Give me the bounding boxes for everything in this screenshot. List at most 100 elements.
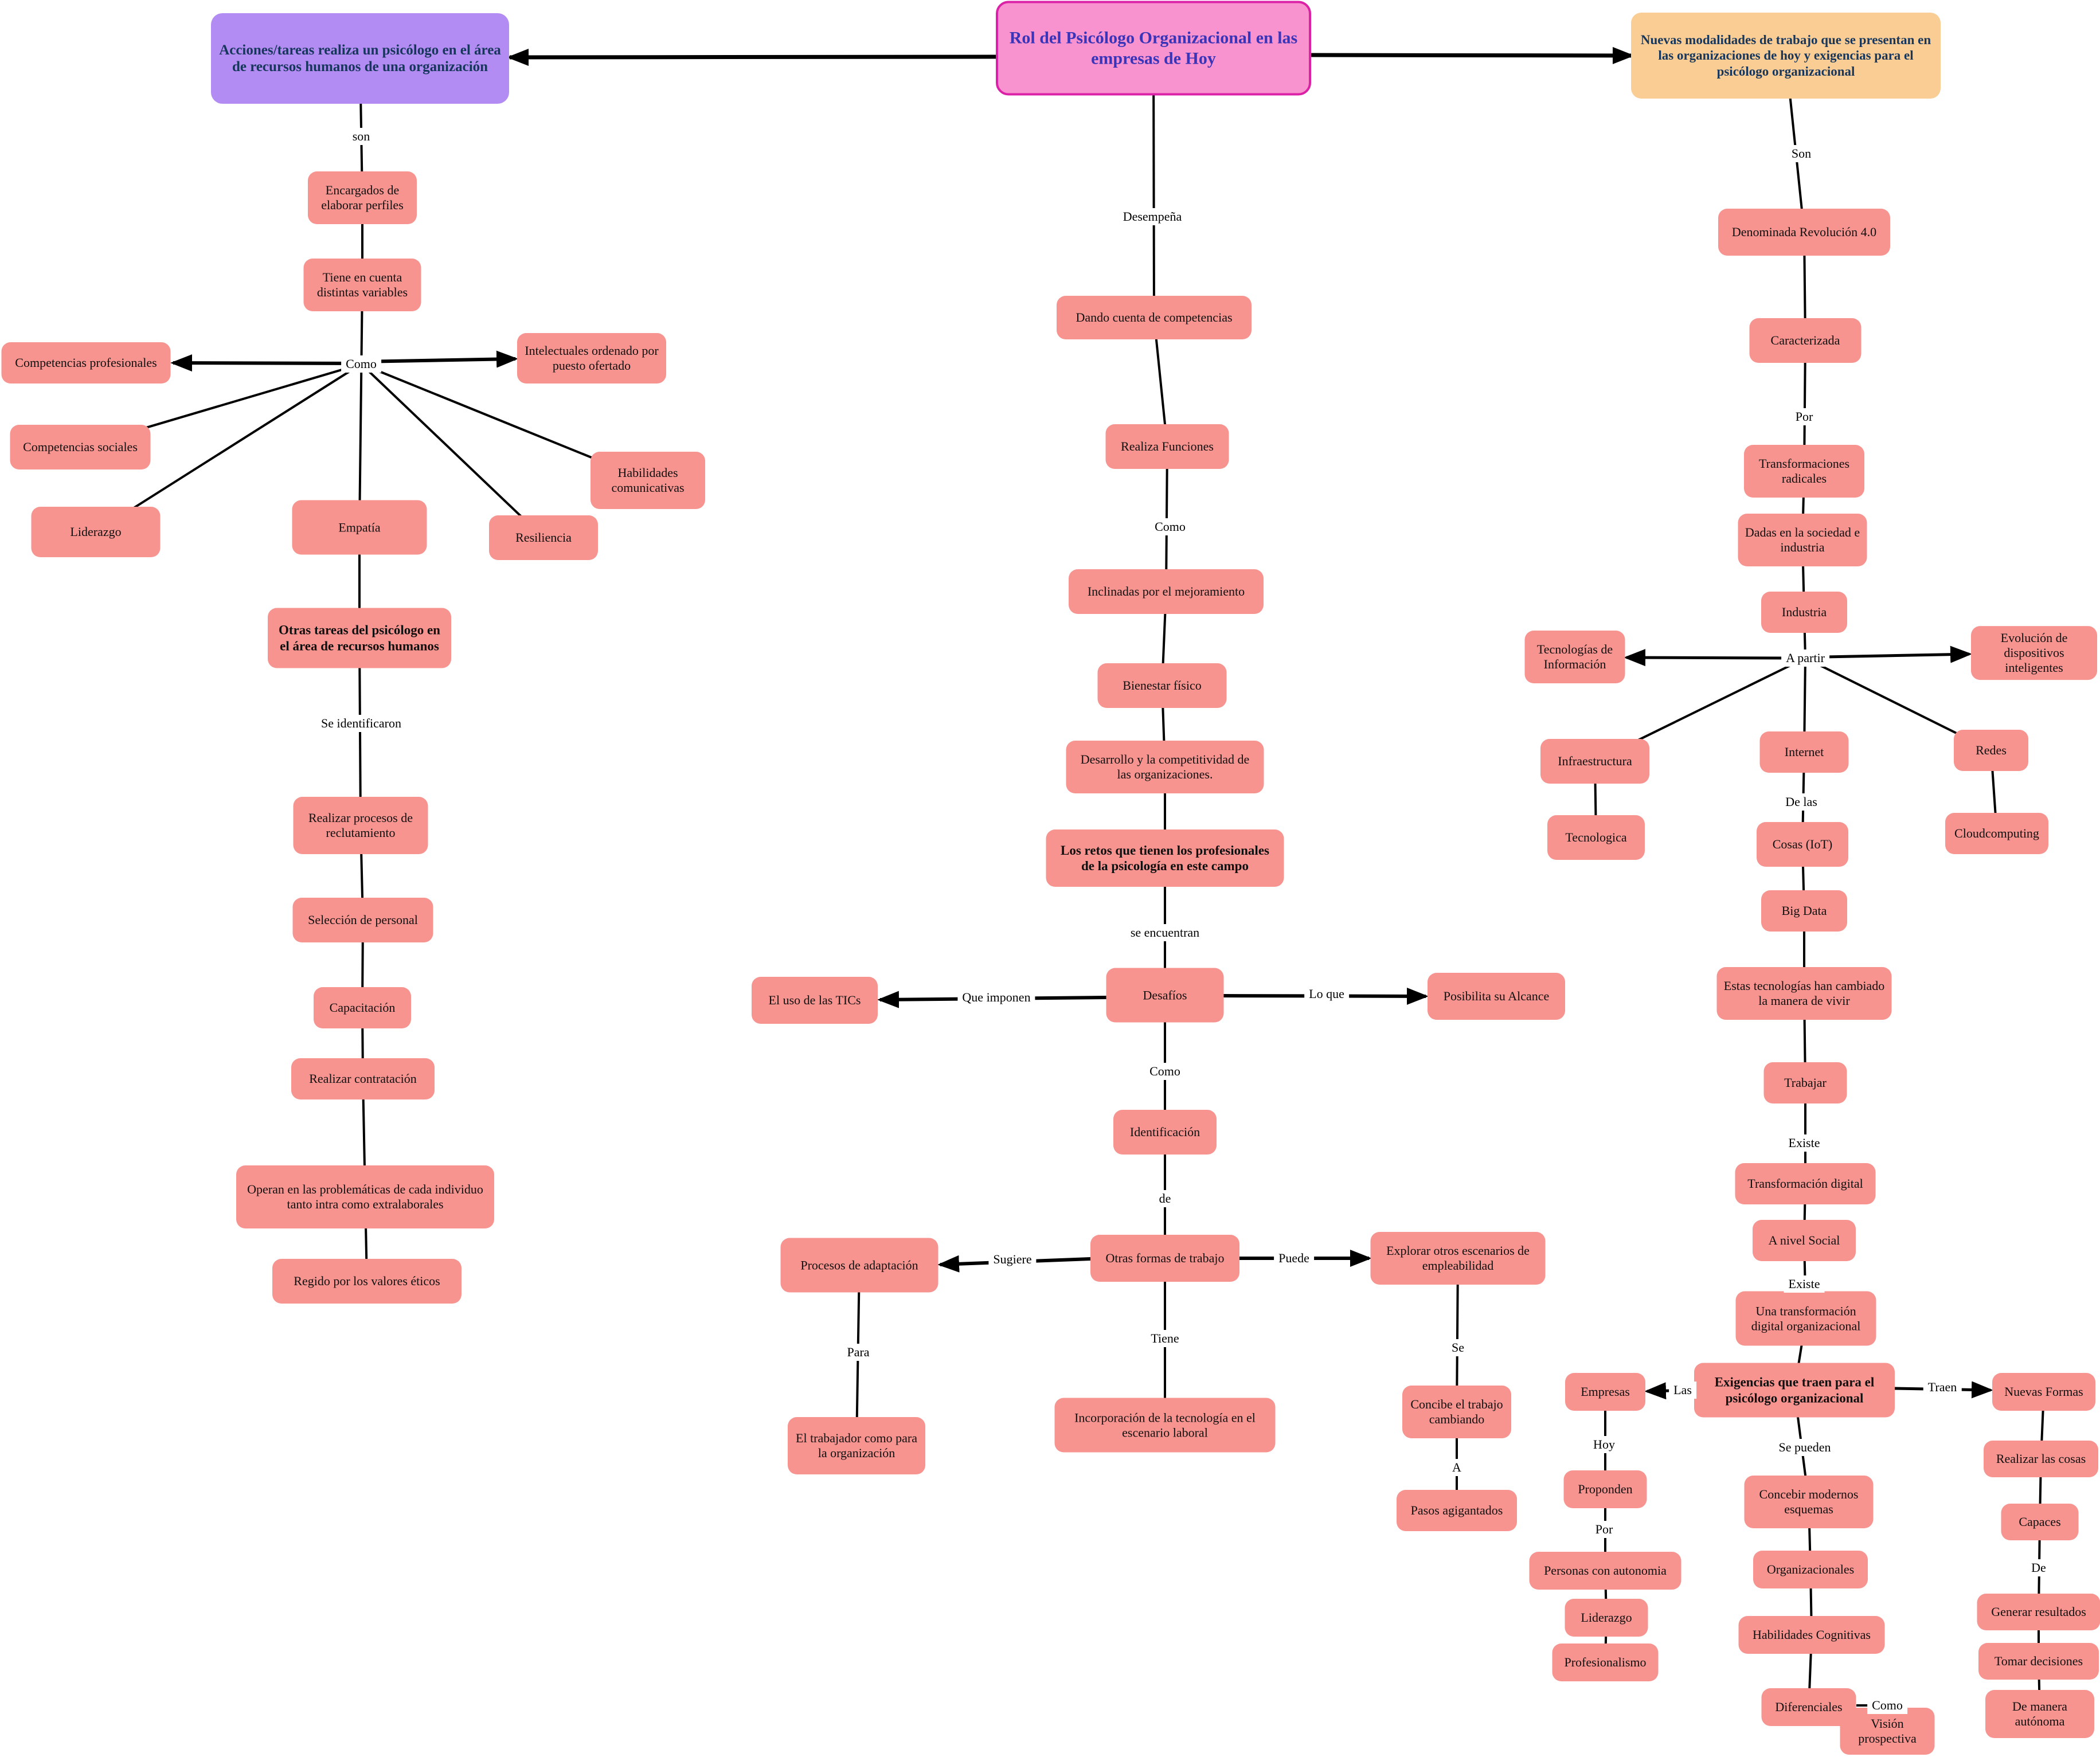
- node-posibilita-alcance[interactable]: Posibilita su Alcance: [1428, 973, 1565, 1020]
- node-realiza-funciones[interactable]: Realiza Funciones: [1105, 424, 1229, 469]
- node-dando-cuenta[interactable]: Dando cuenta de competencias: [1057, 296, 1252, 339]
- node-exigencias[interactable]: Exigencias que traen para el psicólogo o…: [1694, 1363, 1895, 1418]
- node-caracterizada[interactable]: Caracterizada: [1749, 318, 1862, 363]
- link-label-traen: Traen: [1923, 1379, 1962, 1396]
- link-label-se-der: Se: [1447, 1339, 1469, 1356]
- node-tomar-decisiones[interactable]: Tomar decisiones: [1978, 1643, 2099, 1680]
- node-empresas[interactable]: Empresas: [1565, 1373, 1645, 1411]
- node-organizacionales[interactable]: Organizacionales: [1753, 1551, 1868, 1588]
- node-cloudcomputing[interactable]: Cloudcomputing: [1945, 813, 2048, 854]
- node-diferenciales[interactable]: Diferenciales: [1761, 1688, 1856, 1726]
- node-transformaciones-radicales[interactable]: Transformaciones radicales: [1744, 445, 1864, 498]
- node-empatia[interactable]: Empatía: [292, 500, 427, 555]
- link-label-son-der: Son: [1786, 145, 1816, 162]
- node-una-transformacion[interactable]: Una transformación digital organizaciona…: [1735, 1291, 1876, 1346]
- edge-arrow-1: [1311, 46, 1634, 64]
- link-label-sugiere: Sugiere: [988, 1251, 1037, 1268]
- link-label-existe-1: Existe: [1784, 1134, 1825, 1152]
- node-personas-autonomia[interactable]: Personas con autonomia: [1529, 1552, 1681, 1590]
- node-liderazgo-der[interactable]: Liderazgo: [1565, 1599, 1648, 1637]
- link-label-de-las: De las: [1781, 793, 1822, 811]
- node-nivel-social[interactable]: A nivel Social: [1753, 1220, 1856, 1261]
- node-tecnologias-informacion[interactable]: Tecnologías de Información: [1524, 631, 1625, 683]
- edge-line-14: [358, 284, 363, 528]
- node-estas-tecnologias[interactable]: Estas tecnologías han cambiado la manera…: [1716, 967, 1892, 1020]
- node-capacitacion[interactable]: Capacitación: [314, 987, 411, 1028]
- node-seleccion-personal[interactable]: Selección de personal: [292, 898, 433, 942]
- node-otras-formas-trabajo[interactable]: Otras formas de trabajo: [1090, 1235, 1239, 1282]
- node-tiene-en-cuenta[interactable]: Tiene en cuenta distintas variables: [303, 259, 421, 311]
- link-label-lo-que: Lo que: [1304, 985, 1349, 1003]
- node-explorar-escenarios[interactable]: Explorar otros escenarios de empleabilid…: [1370, 1232, 1546, 1285]
- link-label-de-centro: de: [1154, 1190, 1176, 1207]
- link-label-por-der-1: Por: [1790, 408, 1818, 425]
- node-nuevas-modalidades[interactable]: Nuevas modalidades de trabajo que se pre…: [1631, 13, 1941, 99]
- node-profesionalismo[interactable]: Profesionalismo: [1552, 1643, 1659, 1681]
- node-cosas-iot[interactable]: Cosas (IoT): [1757, 822, 1848, 867]
- node-realizar-cosas[interactable]: Realizar las cosas: [1984, 1441, 2098, 1477]
- node-evolucion-dispositivos[interactable]: Evolución de dispositivos inteligentes: [1971, 626, 2097, 680]
- node-capaces[interactable]: Capaces: [2001, 1504, 2079, 1540]
- edge-arrow-9: [1824, 645, 1972, 663]
- edge-line-16: [95, 363, 362, 533]
- node-vision-prospectiva[interactable]: Visión prospectiva: [1840, 1708, 1935, 1755]
- link-label-que-imponen: Que imponen: [957, 989, 1035, 1006]
- node-industria[interactable]: Industria: [1761, 592, 1847, 633]
- node-identificacion[interactable]: Identificación: [1113, 1110, 1217, 1155]
- node-otras-tareas[interactable]: Otras tareas del psicólogo en el área de…: [268, 608, 451, 668]
- node-incorporacion-tecnologia[interactable]: Incorporación de la tecnología en el esc…: [1054, 1398, 1276, 1453]
- link-label-a-label: A: [1448, 1459, 1466, 1476]
- node-desarrollo-competitividad[interactable]: Desarrollo y la competitividad de las or…: [1066, 741, 1264, 793]
- node-trabajar[interactable]: Trabajar: [1763, 1062, 1847, 1103]
- node-liderazgo-izq[interactable]: Liderazgo: [31, 507, 161, 557]
- link-label-como-centro-2: Como: [1145, 1063, 1185, 1080]
- node-transformacion-digital[interactable]: Transformación digital: [1735, 1163, 1876, 1204]
- node-concibe-trabajo[interactable]: Concibe el trabajo cambiando: [1402, 1386, 1511, 1438]
- node-competencias-sociales[interactable]: Competencias sociales: [10, 425, 151, 469]
- link-label-como-centro-1: Como: [1150, 518, 1190, 535]
- node-realizar-contratacion[interactable]: Realizar contratación: [291, 1058, 435, 1099]
- node-denominada-revolucion[interactable]: Denominada Revolución 4.0: [1718, 209, 1890, 256]
- node-competencias-profesionales[interactable]: Competencias profesionales: [1, 342, 171, 384]
- node-concebir-esquemas[interactable]: Concebir modernos esquemas: [1744, 1476, 1874, 1528]
- node-trabajador-organizacion[interactable]: El trabajador como para la organización: [788, 1417, 925, 1474]
- node-habilidades-cognitivas[interactable]: Habilidades Cognitivas: [1738, 1616, 1885, 1654]
- node-nuevas-formas[interactable]: Nuevas Formas: [1992, 1373, 2095, 1411]
- node-infraestructura[interactable]: Infraestructura: [1540, 739, 1649, 784]
- link-label-puede: Puede: [1274, 1250, 1314, 1267]
- node-internet[interactable]: Internet: [1759, 731, 1849, 773]
- node-manera-autonoma[interactable]: De manera autónoma: [1985, 1690, 2094, 1738]
- link-label-de-der: De: [2027, 1559, 2051, 1576]
- node-generar-resultados[interactable]: Generar resultados: [1977, 1594, 2100, 1630]
- link-label-las: Las: [1669, 1382, 1696, 1399]
- node-intelectuales[interactable]: Intelectuales ordenado por puesto oferta…: [517, 333, 666, 384]
- node-redes[interactable]: Redes: [1954, 730, 2028, 771]
- node-encargados-perfiles[interactable]: Encargados de elaborar perfiles: [308, 171, 417, 224]
- node-procesos-adaptacion[interactable]: Procesos de adaptación: [780, 1238, 938, 1293]
- node-bienestar-fisico[interactable]: Bienestar físico: [1097, 663, 1227, 708]
- node-inclinadas-mejoramiento[interactable]: Inclinadas por el mejoramiento: [1069, 569, 1264, 614]
- node-realizar-reclutamiento[interactable]: Realizar procesos de reclutamiento: [293, 797, 428, 854]
- node-acciones-tareas[interactable]: Acciones/tareas realiza un psicólogo en …: [211, 13, 509, 104]
- node-desafios[interactable]: Desafíos: [1106, 968, 1224, 1023]
- link-label-hoy: Hoy: [1589, 1436, 1620, 1453]
- node-proponden[interactable]: Proponden: [1563, 1470, 1647, 1508]
- link-label-se-identificaron: Se identificaron: [316, 715, 406, 732]
- node-resiliencia[interactable]: Resiliencia: [489, 515, 598, 560]
- link-label-tiene: Tiene: [1146, 1330, 1184, 1347]
- link-label-existe-2: Existe: [1784, 1275, 1825, 1293]
- node-big-data[interactable]: Big Data: [1761, 890, 1847, 932]
- node-rol-psicologo[interactable]: Rol del Psicólogo Organizacional en las …: [996, 1, 1311, 96]
- node-regido-valores[interactable]: Regido por los valores éticos: [272, 1259, 462, 1304]
- node-retos-profesionales[interactable]: Los retos que tienen los profesionales d…: [1046, 829, 1284, 887]
- node-operan-problematicas[interactable]: Operan en las problemáticas de cada indi…: [236, 1165, 494, 1228]
- node-tecnologica[interactable]: Tecnologica: [1547, 815, 1645, 860]
- link-label-son-izq: son: [347, 128, 375, 145]
- node-dadas-sociedad[interactable]: Dadas en la sociedad e industria: [1738, 514, 1867, 566]
- node-uso-tics[interactable]: El uso de las TICs: [752, 977, 878, 1024]
- edge-arrow-3: [361, 350, 518, 368]
- link-label-desempena: Desempeña: [1118, 208, 1187, 225]
- node-habilidades-comunicativas[interactable]: Habilidades comunicativas: [590, 452, 705, 509]
- node-pasos-agigantados[interactable]: Pasos agigantados: [1397, 1490, 1517, 1531]
